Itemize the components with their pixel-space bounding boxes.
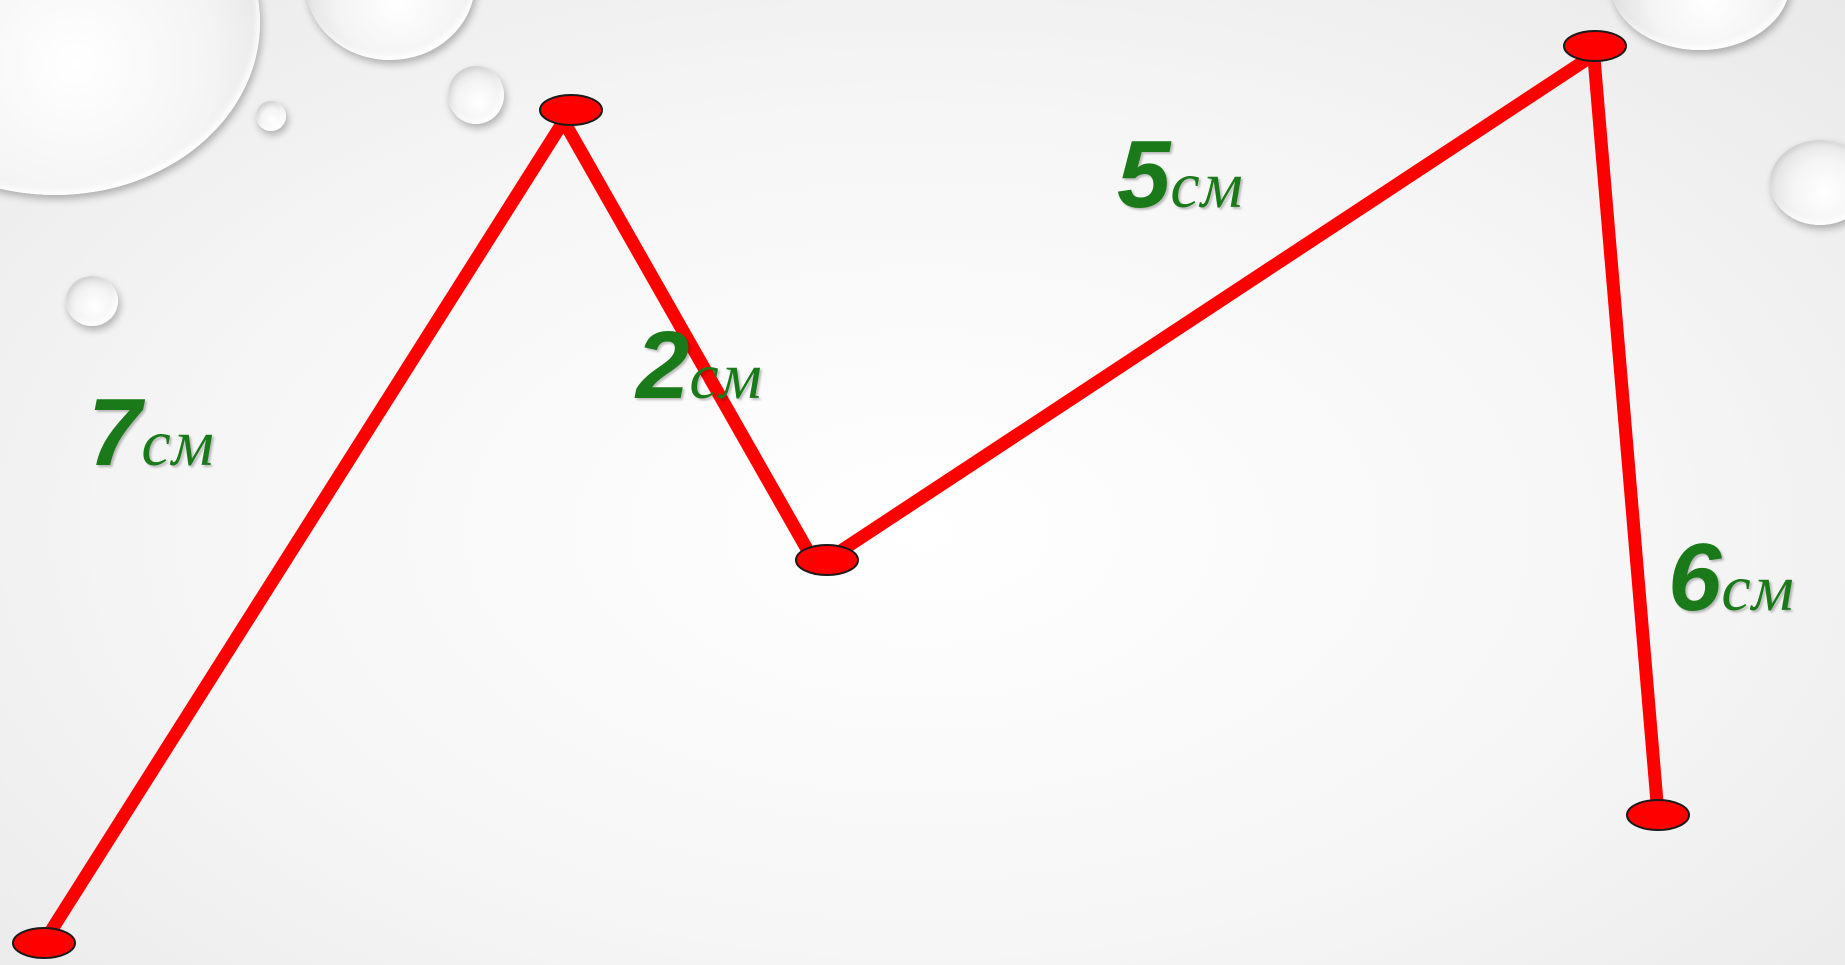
segment-length-unit: см — [1721, 552, 1795, 625]
segment-length-unit: см — [1170, 149, 1244, 222]
water-drop-decoration — [256, 101, 286, 131]
segment-length-value: 2 — [636, 312, 690, 419]
vertex-point — [1563, 30, 1627, 62]
segment-length-unit: см — [141, 407, 215, 480]
vertex-point — [1626, 799, 1690, 831]
segment-length-label-3: 5см — [1117, 127, 1244, 223]
segment-length-unit: см — [689, 340, 763, 413]
segment-length-label-4: 6см — [1668, 530, 1795, 626]
segment-length-value: 5 — [1117, 121, 1171, 228]
segment-line-3 — [823, 48, 1599, 566]
water-drop-decoration — [1770, 140, 1845, 225]
segment-length-label-2: 2см — [636, 318, 763, 414]
segment-line-4 — [1586, 45, 1665, 815]
segment-line-1 — [38, 107, 576, 946]
vertex-point — [539, 94, 603, 126]
vertex-point — [12, 927, 76, 959]
segment-length-value: 6 — [1668, 524, 1722, 631]
segment-length-value: 7 — [88, 379, 142, 486]
segment-length-label-1: 7см — [88, 385, 215, 481]
water-drop-decoration — [448, 66, 504, 124]
water-drop-decoration — [66, 276, 118, 326]
segment-line-2 — [552, 107, 826, 576]
vertex-point — [795, 544, 859, 576]
